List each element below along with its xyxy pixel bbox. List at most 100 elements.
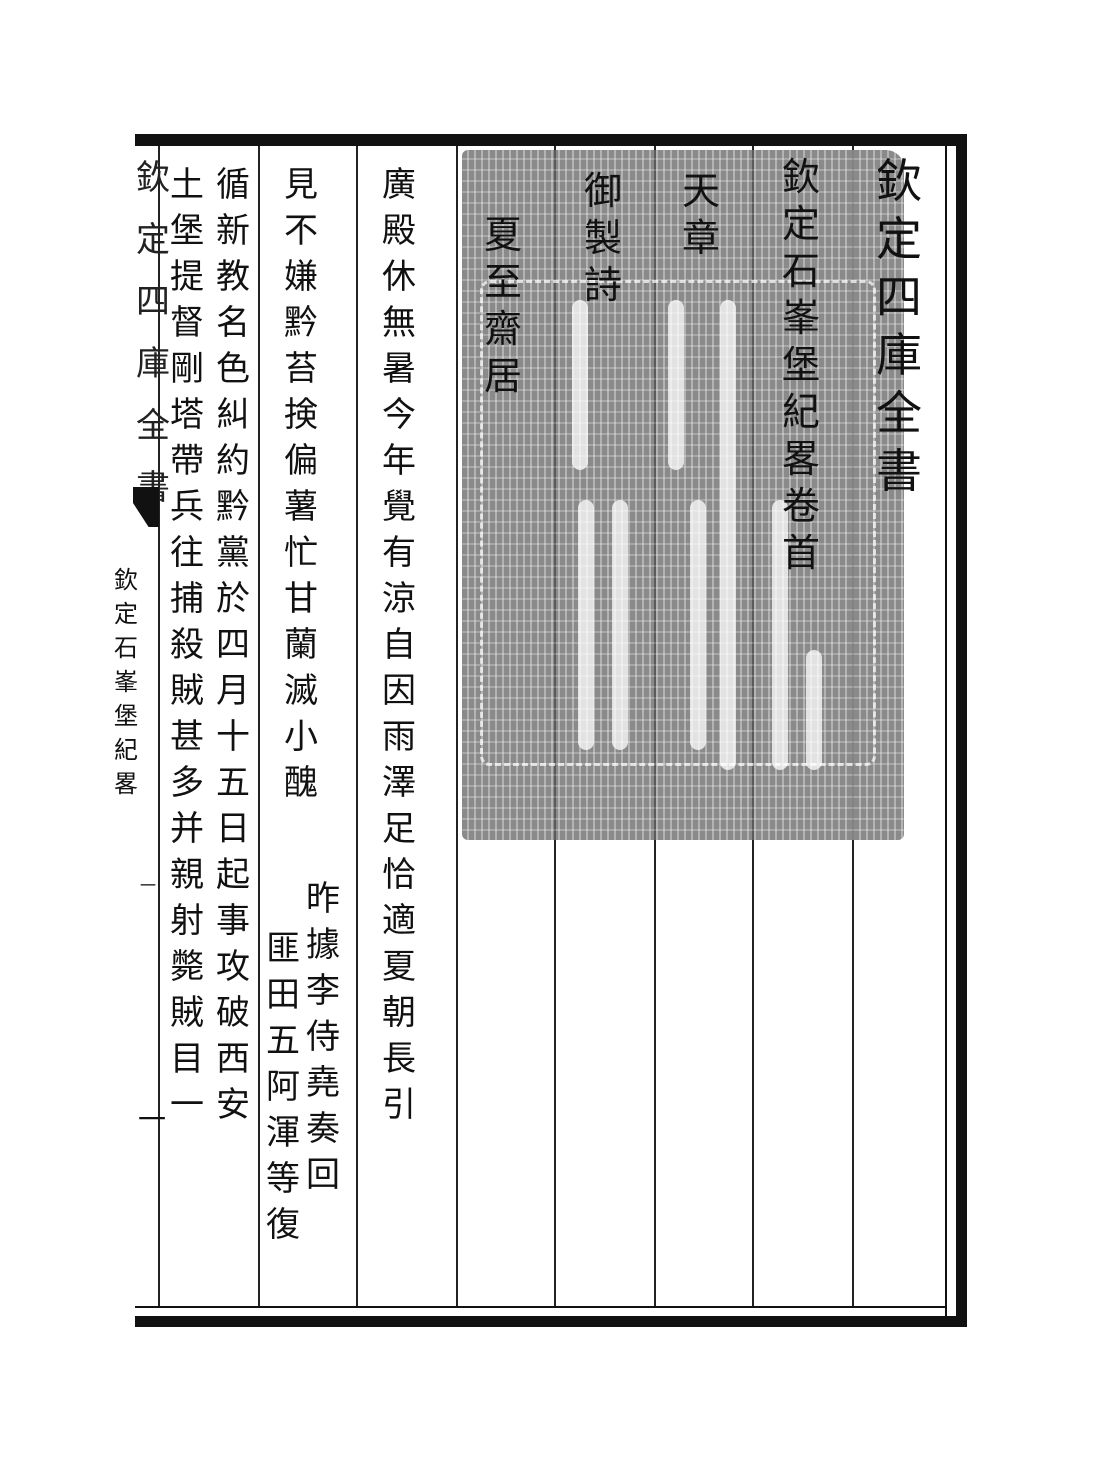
glyph: 侍 xyxy=(306,1017,340,1057)
column-rule xyxy=(356,146,358,1306)
glyph: 起 xyxy=(216,855,250,895)
glyph: 紀 xyxy=(782,390,821,434)
glyph: 賊 xyxy=(170,993,204,1033)
glyph: 據 xyxy=(306,925,340,965)
glyph: 今 xyxy=(382,395,416,435)
glyph: 欽 xyxy=(114,566,138,594)
glyph: 提 xyxy=(170,257,204,297)
glyph: 御 xyxy=(584,169,623,213)
poem-title-column: 夏至齋居 xyxy=(484,216,522,404)
glyph: 石 xyxy=(782,249,821,293)
glyph: 新 xyxy=(216,211,250,251)
glyph: 庫 xyxy=(876,328,922,382)
glyph: 書 xyxy=(876,444,922,498)
glyph: 日 xyxy=(216,809,250,849)
glyph: 回 xyxy=(306,1155,340,1195)
glyph: 殿 xyxy=(382,211,416,251)
glyph: 教 xyxy=(216,257,250,297)
glyph: 澤 xyxy=(382,763,416,803)
glyph: 阿 xyxy=(266,1067,300,1107)
glyph: 黨 xyxy=(216,533,250,573)
book-title-column: 欽定四庫全書 xyxy=(876,158,922,506)
glyph: 渾 xyxy=(266,1113,300,1153)
glyph: 黔 xyxy=(216,487,250,527)
glyph: 畧 xyxy=(782,437,821,481)
glyph: 五 xyxy=(266,1021,300,1061)
glyph: 循 xyxy=(216,165,250,205)
glyph: 休 xyxy=(382,257,416,297)
glyph: 奏 xyxy=(306,1109,340,1149)
column-rule xyxy=(456,146,458,1306)
glyph: 五 xyxy=(216,763,250,803)
column-rule xyxy=(158,146,160,1306)
glyph: 四 xyxy=(876,270,922,324)
glyph: 十 xyxy=(216,717,250,757)
glyph: 無 xyxy=(382,303,416,343)
glyph: 蘭 xyxy=(284,625,318,665)
glyph: 昨 xyxy=(306,879,340,919)
glyph: 事 xyxy=(216,901,250,941)
glyph: 射 xyxy=(170,901,204,941)
glyph: 欽 xyxy=(876,154,922,208)
glyph: 甘 xyxy=(284,579,318,619)
glyph: 紀 xyxy=(114,736,138,764)
glyph: 剛 xyxy=(170,349,204,389)
glyph: 忙 xyxy=(284,533,318,573)
frame-top-border xyxy=(135,134,967,146)
glyph: 詩 xyxy=(584,263,623,307)
glyph: 賊 xyxy=(170,671,204,711)
glyph: 色 xyxy=(216,349,250,389)
glyph: 卷 xyxy=(782,484,821,528)
glyph: 多 xyxy=(170,763,204,803)
glyph: 堯 xyxy=(306,1063,340,1103)
glyph: 全 xyxy=(876,386,922,440)
glyph: 𢮦 xyxy=(284,395,318,435)
glyph: 親 xyxy=(170,855,204,895)
poem-line-1: 廣殿休無暑今年覺有涼自因雨澤足恰適夏朝長引 xyxy=(382,168,416,1134)
glyph: 因 xyxy=(382,671,416,711)
frame-right-inner-rule xyxy=(945,146,947,1316)
glyph: 攻 xyxy=(216,947,250,987)
column-rule xyxy=(258,146,260,1306)
glyph: 復 xyxy=(266,1205,300,1245)
glyph: 涼 xyxy=(382,579,416,619)
frame-right-border xyxy=(956,134,967,1327)
glyph: 薯 xyxy=(284,487,318,527)
glyph: 欽 xyxy=(782,155,821,199)
glyph: 名 xyxy=(216,303,250,343)
glyph: 覺 xyxy=(382,487,416,527)
glyph: 西 xyxy=(216,1039,250,1079)
glyph: 醜 xyxy=(284,763,318,803)
glyph: 足 xyxy=(382,809,416,849)
glyph: 適 xyxy=(382,901,416,941)
glyph: 有 xyxy=(382,533,416,573)
glyph: 居 xyxy=(484,354,523,398)
glyph: 長 xyxy=(382,1039,416,1079)
poem-line-3: 循新教名色糾約黔黨於四月十五日起事攻破西安 xyxy=(216,168,250,1134)
glyph: 四 xyxy=(136,282,170,322)
glyph: 兵 xyxy=(170,487,204,527)
glyph: 夏 xyxy=(484,213,523,257)
glyph: 石 xyxy=(114,634,138,662)
glyph: 捕 xyxy=(170,579,204,619)
glyph: 夏 xyxy=(382,947,416,987)
page-number: 一 xyxy=(138,1103,167,1136)
glyph: 塔 xyxy=(170,395,204,435)
glyph: 并 xyxy=(170,809,204,849)
glyph: 嫌 xyxy=(284,257,318,297)
glyph: 畧 xyxy=(114,770,138,798)
poem-note-right: 昨據李侍堯奏回 xyxy=(306,882,340,1204)
glyph: 斃 xyxy=(170,947,204,987)
glyph: 一 xyxy=(170,1085,204,1125)
glyph: 章 xyxy=(682,216,721,260)
glyph: 黔 xyxy=(284,303,318,343)
glyph: 匪 xyxy=(266,929,300,969)
imperial-seal-stamp xyxy=(462,150,904,840)
glyph: 約 xyxy=(216,441,250,481)
frame-bottom-border xyxy=(135,1316,967,1327)
juan-mark: 一 xyxy=(140,876,157,895)
glyph: 暑 xyxy=(382,349,416,389)
glyph: 破 xyxy=(216,993,250,1033)
